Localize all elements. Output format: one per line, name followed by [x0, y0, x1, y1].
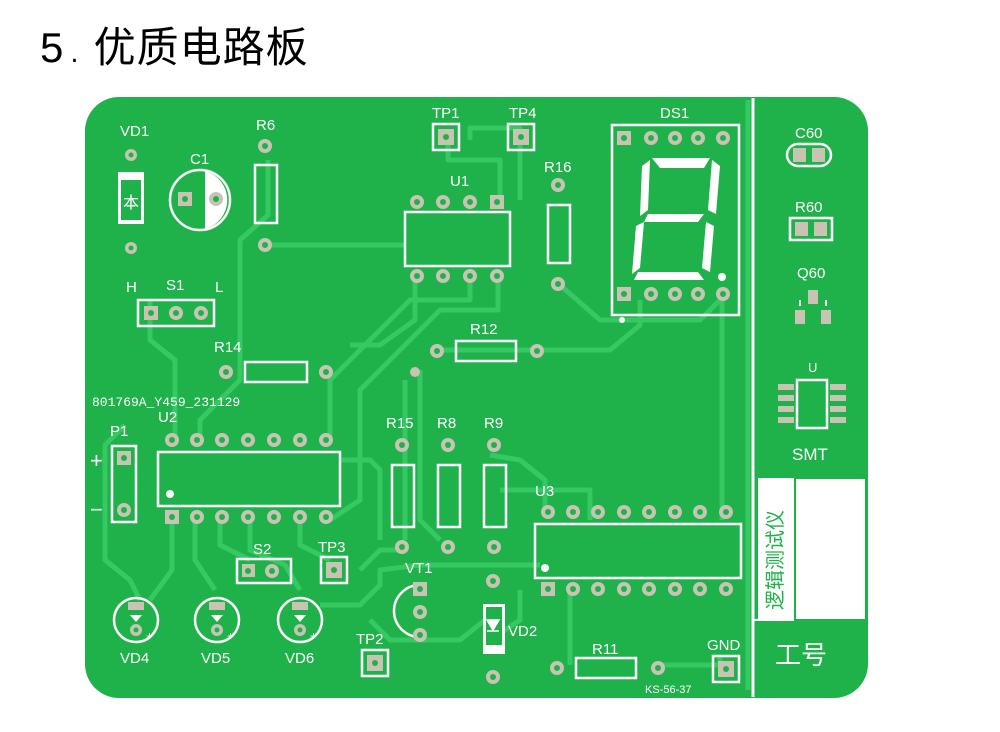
- label-vd5: VD5: [201, 650, 230, 667]
- vd5-led: +: [193, 596, 241, 644]
- label-s1: S1: [166, 277, 184, 294]
- label-r12: R12: [470, 321, 498, 338]
- label-r11: R11: [592, 641, 618, 658]
- smt-soic: [778, 378, 846, 430]
- label-tp1: TP1: [432, 105, 460, 122]
- p1-connector: [110, 444, 138, 524]
- tp4-testpoint: [506, 122, 536, 152]
- label-blank-box-inner: [794, 477, 867, 621]
- tp3-testpoint: [319, 555, 349, 585]
- label-c60: C60: [795, 125, 823, 142]
- u3-chip: [533, 505, 743, 596]
- tp2-testpoint: [360, 648, 390, 678]
- label-vd2: VD2: [508, 623, 537, 640]
- label-u1: U1: [450, 173, 469, 190]
- label-vt1: VT1: [405, 560, 433, 577]
- label-plus: +: [90, 448, 103, 473]
- c1-capacitor: [168, 168, 232, 232]
- label-q60: Q60: [797, 265, 825, 282]
- ds1-display: [610, 123, 741, 317]
- vd4-led: +: [112, 596, 160, 644]
- r11-resistor: [550, 656, 665, 680]
- label-r8: R8: [437, 415, 456, 432]
- s2-switch: [235, 557, 293, 585]
- vd1-component: 本: [118, 149, 144, 254]
- svg-text:+: +: [146, 629, 153, 643]
- label-p1: P1: [110, 423, 128, 440]
- label-ks: KS-56-37: [645, 684, 691, 696]
- r14-resistor: [219, 360, 333, 384]
- r6-resistor: [253, 139, 279, 252]
- q60-pads: [795, 290, 831, 324]
- vt1-transistor: [392, 582, 427, 642]
- copper-traces: [102, 100, 751, 690]
- label-c1: C1: [190, 151, 209, 168]
- label-ds1: DS1: [660, 105, 689, 122]
- r60-pads: [788, 216, 834, 242]
- label-r16: R16: [544, 159, 572, 176]
- r12-resistor: [430, 339, 544, 363]
- label-serial: 801769A_Y459_231129: [92, 395, 240, 410]
- label-worker-id: 工号: [775, 641, 827, 671]
- label-ben: 本: [123, 193, 139, 212]
- label-tp2: TP2: [356, 631, 384, 648]
- heading-separator: .: [70, 39, 80, 69]
- label-tp4: TP4: [509, 105, 537, 122]
- label-u3: U3: [535, 483, 554, 500]
- label-r15: R15: [386, 415, 414, 432]
- label-l: L: [215, 279, 223, 296]
- gnd-testpoint: [711, 654, 741, 684]
- u2-chip: [156, 433, 342, 524]
- seven-segment-digit: [632, 158, 726, 281]
- label-h: H: [126, 279, 137, 296]
- tp1-testpoint: [431, 122, 461, 152]
- svg-text:+: +: [310, 629, 317, 643]
- r8-resistor: [436, 438, 462, 554]
- label-gnd: GND: [707, 637, 741, 654]
- s1-switch: [136, 298, 216, 328]
- label-vd6: VD6: [285, 650, 314, 667]
- label-r14: R14: [214, 339, 242, 356]
- vias: [410, 317, 625, 377]
- label-vd4: VD4: [120, 650, 149, 667]
- label-vd1: VD1: [120, 123, 149, 140]
- label-minus: −: [90, 497, 103, 522]
- r15-resistor: [390, 438, 416, 554]
- heading-number: 5: [40, 24, 65, 71]
- label-smt: SMT: [792, 445, 828, 464]
- label-r9: R9: [484, 415, 503, 432]
- u1-chip: [403, 195, 512, 283]
- heading-title: 优质电路板: [93, 23, 309, 72]
- page-heading: 5. 优质电路板: [40, 14, 309, 75]
- vd6-led: +: [276, 596, 324, 644]
- label-s2: S2: [253, 541, 271, 558]
- vd2-diode: [483, 574, 505, 684]
- r16-resistor: [546, 178, 572, 291]
- label-tp3: TP3: [318, 539, 346, 556]
- svg-text:+: +: [227, 629, 234, 643]
- r9-resistor: [482, 438, 508, 554]
- label-product: 逻辑测试仪: [763, 510, 787, 610]
- label-u2: U2: [158, 409, 177, 426]
- label-r60: R60: [795, 199, 823, 216]
- c60-pads: [785, 142, 833, 168]
- label-u-smt: U: [808, 360, 817, 375]
- label-r6: R6: [256, 117, 275, 134]
